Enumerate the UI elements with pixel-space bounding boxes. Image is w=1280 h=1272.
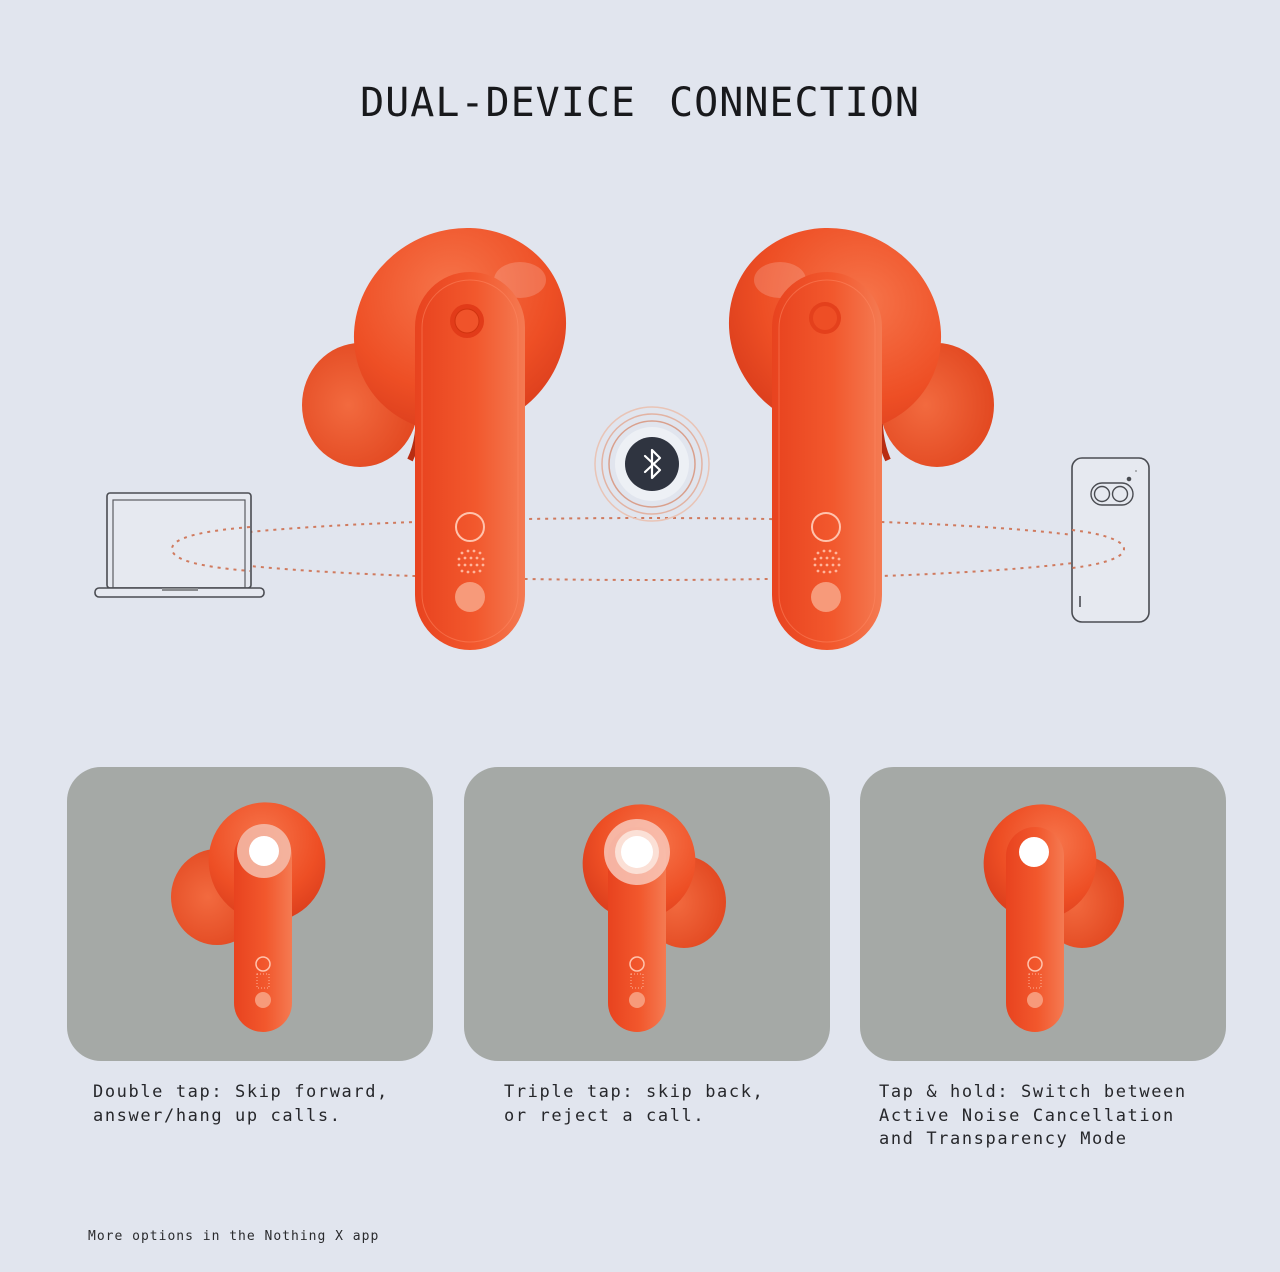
earbud-double-tap-icon (171, 802, 326, 1032)
left-earbud (302, 227, 567, 650)
connection-ring (171, 517, 1125, 581)
gesture-card-double-tap (67, 767, 433, 1061)
bluetooth-icon (594, 406, 710, 522)
earbud-triple-tap-icon (582, 804, 726, 1032)
footer-note: More options in the Nothing X app (88, 1229, 380, 1244)
caption-tap-hold: Tap & hold: Switch between Active Noise … (879, 1082, 1187, 1149)
right-earbud (728, 227, 994, 650)
caption-triple-tap: Triple tap: skip back, or reject a call. (504, 1082, 765, 1126)
caption-double-tap: Double tap: Skip forward, answer/hang up… (93, 1082, 389, 1126)
gesture-card-tap-hold (860, 767, 1226, 1061)
earbud-tap-hold-icon (983, 804, 1124, 1032)
phone-icon (1071, 457, 1150, 623)
dual-device-illustration (94, 227, 1150, 650)
page-title: DUAL-DEVICE CONNECTION (360, 80, 920, 126)
laptop-icon (94, 492, 265, 598)
gesture-card-triple-tap (464, 767, 830, 1061)
